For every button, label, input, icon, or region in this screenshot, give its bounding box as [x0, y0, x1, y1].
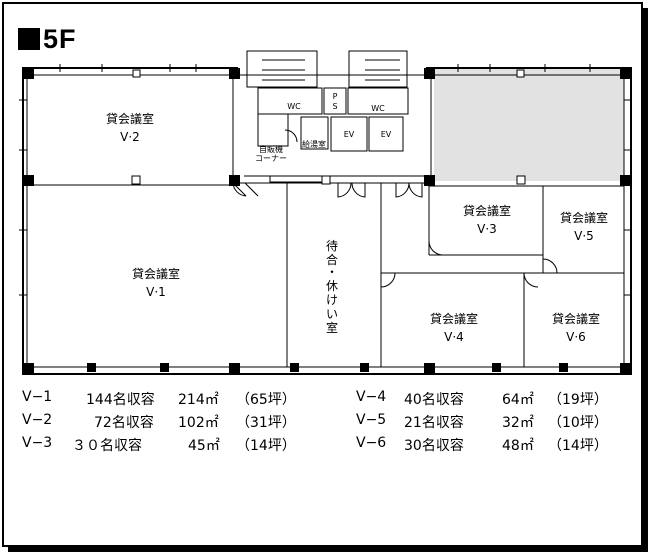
cap-room: V−1 — [22, 389, 53, 405]
frame-shadow-right — [643, 8, 648, 549]
cap-room: V−4 — [356, 389, 387, 405]
cap-area: 48㎡ — [502, 438, 534, 454]
waiting-room-label: 待 合 ・ 休 け い 室 — [326, 239, 338, 335]
cap-people: 40名収容 — [404, 392, 464, 408]
outer-walls — [22, 67, 632, 375]
cap-area: 32㎡ — [502, 415, 534, 431]
room-v6-code: V·6 — [566, 330, 586, 344]
room-v5-code: V·5 — [574, 229, 594, 243]
grid-marks — [19, 64, 632, 296]
waiting-room-char: 待 — [326, 239, 338, 253]
room-v3-code: V·3 — [477, 222, 497, 236]
wc-right-label: WC — [371, 104, 385, 113]
ps-label-top: P — [333, 92, 338, 101]
cap-room: V−6 — [356, 435, 387, 451]
waiting-room-char: 室 — [326, 320, 338, 335]
door-swings — [232, 129, 558, 288]
room-v1-code: V·1 — [146, 285, 166, 299]
kitchen-label: 給湯室 — [302, 139, 326, 149]
waiting-room-char: ・ — [326, 265, 338, 279]
ev-label-2: EV — [381, 130, 392, 139]
waiting-room-char: い — [326, 307, 338, 321]
floor-marker-icon — [18, 28, 40, 50]
room-v3-name: 貸会議室 — [463, 203, 511, 218]
small-columns — [131, 69, 526, 185]
room-v1-name: 貸会議室 — [132, 266, 180, 281]
cap-tsubo: （31坪） — [236, 415, 296, 431]
cap-room: V−2 — [22, 412, 53, 428]
partition-walls — [27, 183, 624, 367]
shaded-area — [434, 68, 624, 181]
cap-tsubo: （14坪） — [548, 438, 608, 454]
cap-room: V−3 — [22, 435, 53, 451]
room-v2-name: 貸会議室 — [106, 111, 154, 126]
cap-people: 144名収容 — [86, 392, 155, 408]
cap-people: 30名収容 — [404, 438, 464, 454]
room-v5-name: 貸会議室 — [560, 210, 608, 225]
floor-label: 5F — [43, 24, 77, 54]
waiting-room-char: け — [326, 293, 338, 307]
outer-walls-inner — [26, 74, 625, 368]
ev-label-1: EV — [344, 130, 355, 139]
wc-left-label: WC — [287, 102, 301, 111]
cap-tsubo: （10坪） — [548, 415, 608, 431]
room-v6-name: 貸会議室 — [552, 311, 600, 326]
cap-tsubo: （65坪） — [236, 392, 296, 408]
frame-shadow-bottom — [8, 547, 648, 552]
room-v2-code: V·2 — [120, 130, 140, 144]
cap-room: V−5 — [356, 412, 387, 428]
room-v4-name: 貸会議室 — [430, 311, 478, 326]
cap-people: 72名収容 — [94, 415, 154, 431]
cap-area: 102㎡ — [178, 415, 219, 431]
cap-tsubo: （19坪） — [548, 392, 608, 408]
room-v4-code: V·4 — [444, 330, 464, 344]
vending-label-1: 自販機 — [259, 144, 283, 154]
cap-area: 214㎡ — [178, 392, 219, 408]
waiting-room-char: 合 — [326, 252, 338, 267]
floor-title: 5F — [18, 24, 77, 54]
cap-people: ３０名収容 — [72, 438, 142, 454]
cap-area: 64㎡ — [502, 392, 534, 408]
cap-area: 45㎡ — [188, 438, 220, 454]
core-walls — [232, 50, 432, 184]
vending-label-2: コーナー — [255, 154, 287, 163]
waiting-room-char: 休 — [326, 279, 338, 293]
ps-label-bottom: S — [332, 102, 337, 111]
cap-people: 21名収容 — [404, 415, 464, 431]
cap-tsubo: （14坪） — [236, 438, 296, 454]
structural-columns — [23, 68, 631, 374]
